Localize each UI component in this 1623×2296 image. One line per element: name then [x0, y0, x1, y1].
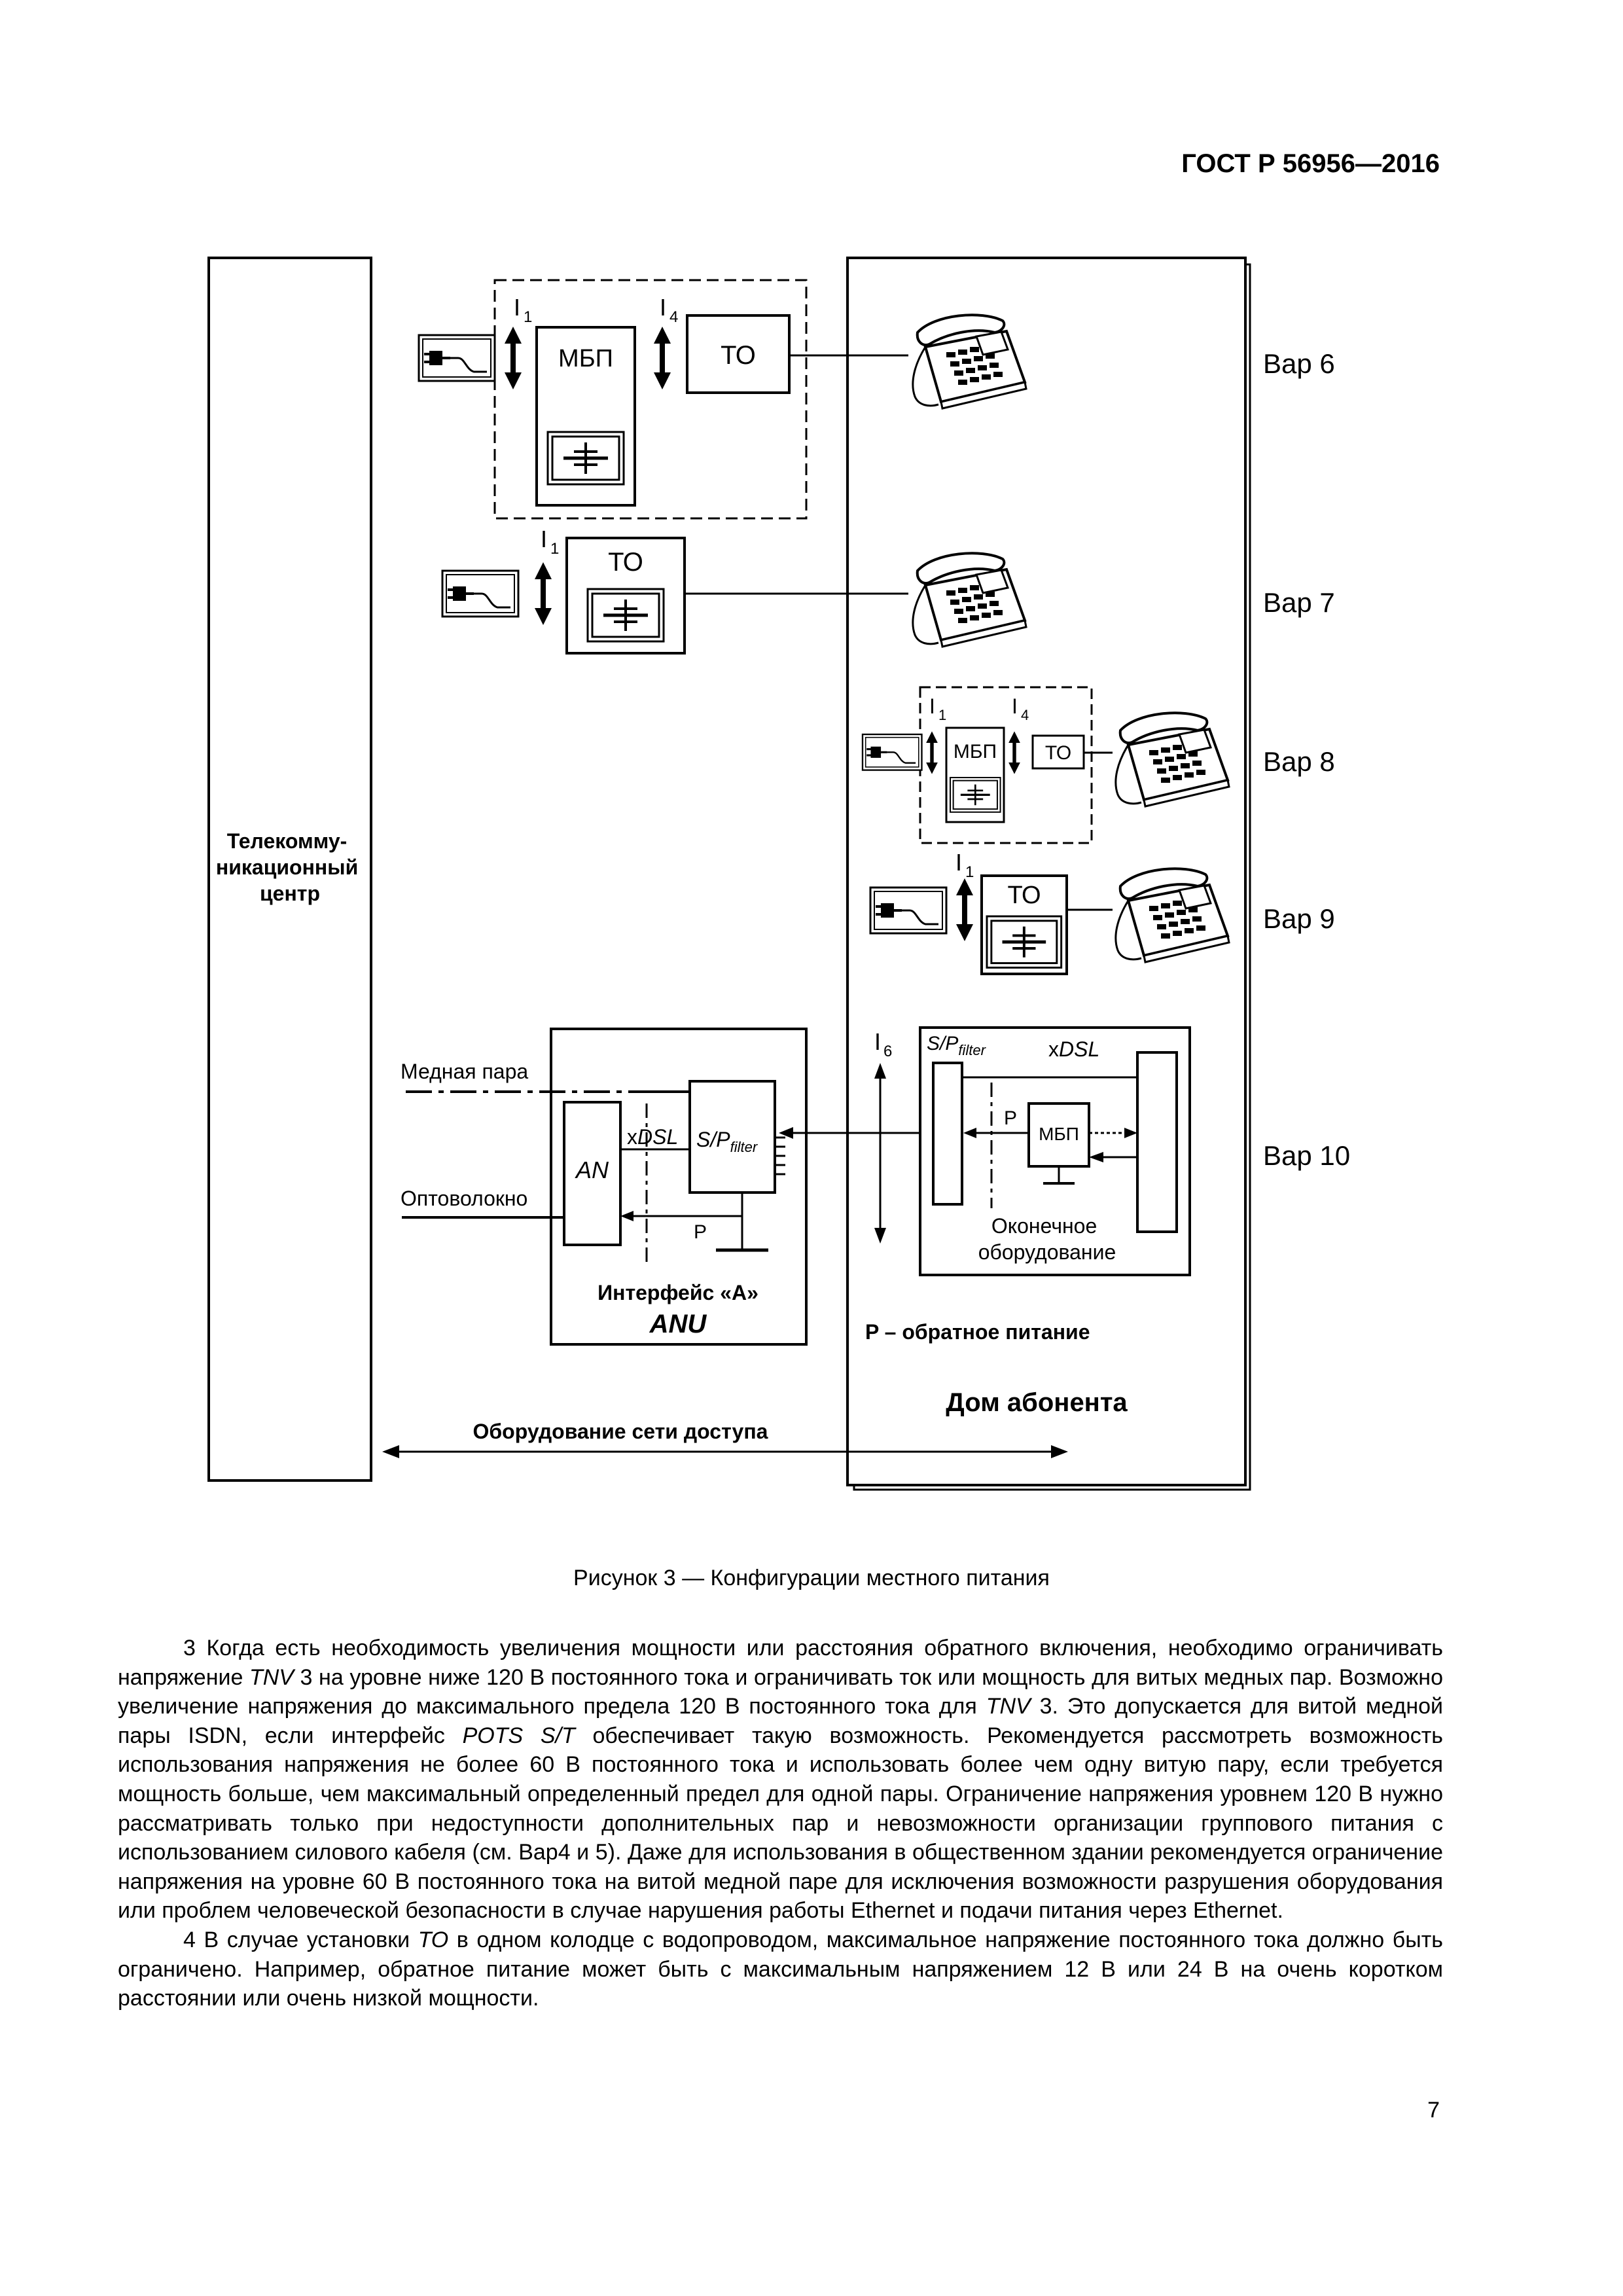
- interface-label: I: [929, 694, 935, 718]
- svg-text:1: 1: [550, 540, 559, 558]
- svg-text:AN: AN: [575, 1157, 609, 1183]
- svg-text:1: 1: [965, 863, 974, 881]
- interface-a-label: Интерфейс «A»: [597, 1281, 758, 1304]
- interface-label: I: [541, 526, 547, 552]
- svg-text:МБП: МБП: [954, 741, 997, 762]
- variant-label: Вар 8: [1263, 746, 1335, 777]
- svg-text:4: 4: [669, 308, 678, 326]
- svg-text:6: 6: [883, 1043, 892, 1060]
- paragraph-text: ТО: [418, 1927, 449, 1952]
- svg-text:P: P: [694, 1221, 707, 1243]
- paragraph-text: 4 В случае установки: [183, 1927, 418, 1952]
- variant-label: Вар 10: [1263, 1140, 1350, 1171]
- to-box: [686, 314, 791, 394]
- svg-text:ТО: ТО: [1045, 742, 1071, 764]
- paragraph-text: 3 Когда есть необходимость увеличения мо…: [118, 1636, 1443, 1690]
- paragraph-text: 3 на уровне ниже 120 В постоянного тока …: [118, 1664, 1443, 1719]
- svg-text:ТО: ТО: [1007, 882, 1041, 909]
- copper-pair-label: Медная пара: [401, 1060, 528, 1083]
- paragraph: 4 В случае установки ТО в одном колодце …: [118, 1926, 1443, 2013]
- svg-text:ТО: ТО: [608, 548, 643, 577]
- interface-label: I: [874, 1028, 881, 1055]
- svg-text:xDSL: xDSL: [1048, 1037, 1099, 1061]
- page-number: 7: [1427, 2098, 1440, 2123]
- an-box: [563, 1101, 622, 1246]
- standard-designation: ГОСТ Р 56956—2016: [1181, 149, 1440, 178]
- svg-text:МБП: МБП: [1039, 1124, 1079, 1144]
- svg-text:S/Pfilter: S/Pfilter: [927, 1033, 987, 1058]
- svg-text:4: 4: [1021, 707, 1029, 723]
- svg-text:1: 1: [524, 308, 532, 326]
- paragraph-text: обеспечивает такую возможность. Рекоменд…: [118, 1723, 1443, 1924]
- terminal-unit: [1136, 1051, 1178, 1233]
- svg-text:1: 1: [938, 707, 946, 723]
- fiber-label: Оптоволокно: [401, 1187, 527, 1210]
- paragraph-text: 3. Это допускается для витой медной пары…: [118, 1694, 1443, 1748]
- terminal-equipment-label: Оконечное оборудование: [978, 1214, 1116, 1264]
- subscriber-home-label: Дом абонента: [946, 1388, 1128, 1417]
- paragraph-text: TNV: [986, 1694, 1031, 1719]
- telecom-center-box: [207, 257, 372, 1482]
- svg-text:P: P: [1004, 1107, 1017, 1129]
- anu-label: ANU: [649, 1310, 707, 1338]
- paragraph: 3 Когда есть необходимость увеличения мо…: [118, 1634, 1443, 1926]
- interface-label: I: [660, 294, 666, 321]
- sp-filter-home: [932, 1062, 963, 1206]
- backfeed-note: P – обратное питание: [865, 1320, 1090, 1344]
- variant-label: Вар 6: [1263, 348, 1335, 379]
- paragraph-text: POTS S/T: [462, 1723, 575, 1748]
- access-network-label: Оборудование сети доступа: [473, 1420, 768, 1443]
- svg-text:ТО: ТО: [721, 341, 756, 370]
- variant-label: Вар 9: [1263, 903, 1335, 934]
- svg-text:МБП: МБП: [558, 345, 613, 372]
- svg-text:xDSL: xDSL: [627, 1125, 678, 1149]
- body-text: 3 Когда есть необходимость увеличения мо…: [118, 1634, 1443, 2013]
- power-configuration-diagram: Телекомму- никационный центр I 1 МБП I 4…: [207, 257, 1350, 1491]
- interface-label: I: [955, 849, 962, 876]
- paragraph-text: в одном колодце с водопроводом, максимал…: [118, 1927, 1443, 2011]
- figure-caption: Рисунок 3 — Конфигурации местного питани…: [573, 1566, 1050, 1590]
- telecom-center-label: Телекомму- никационный центр: [216, 829, 364, 905]
- interface-label: I: [1012, 694, 1018, 718]
- mbp-box: [1027, 1102, 1090, 1168]
- sp-filter-box: [688, 1080, 776, 1194]
- interface-label: I: [514, 294, 520, 321]
- svg-text:S/Pfilter: S/Pfilter: [696, 1128, 758, 1155]
- paragraph-text: TNV: [249, 1664, 294, 1690]
- variant-label: Вар 7: [1263, 587, 1335, 618]
